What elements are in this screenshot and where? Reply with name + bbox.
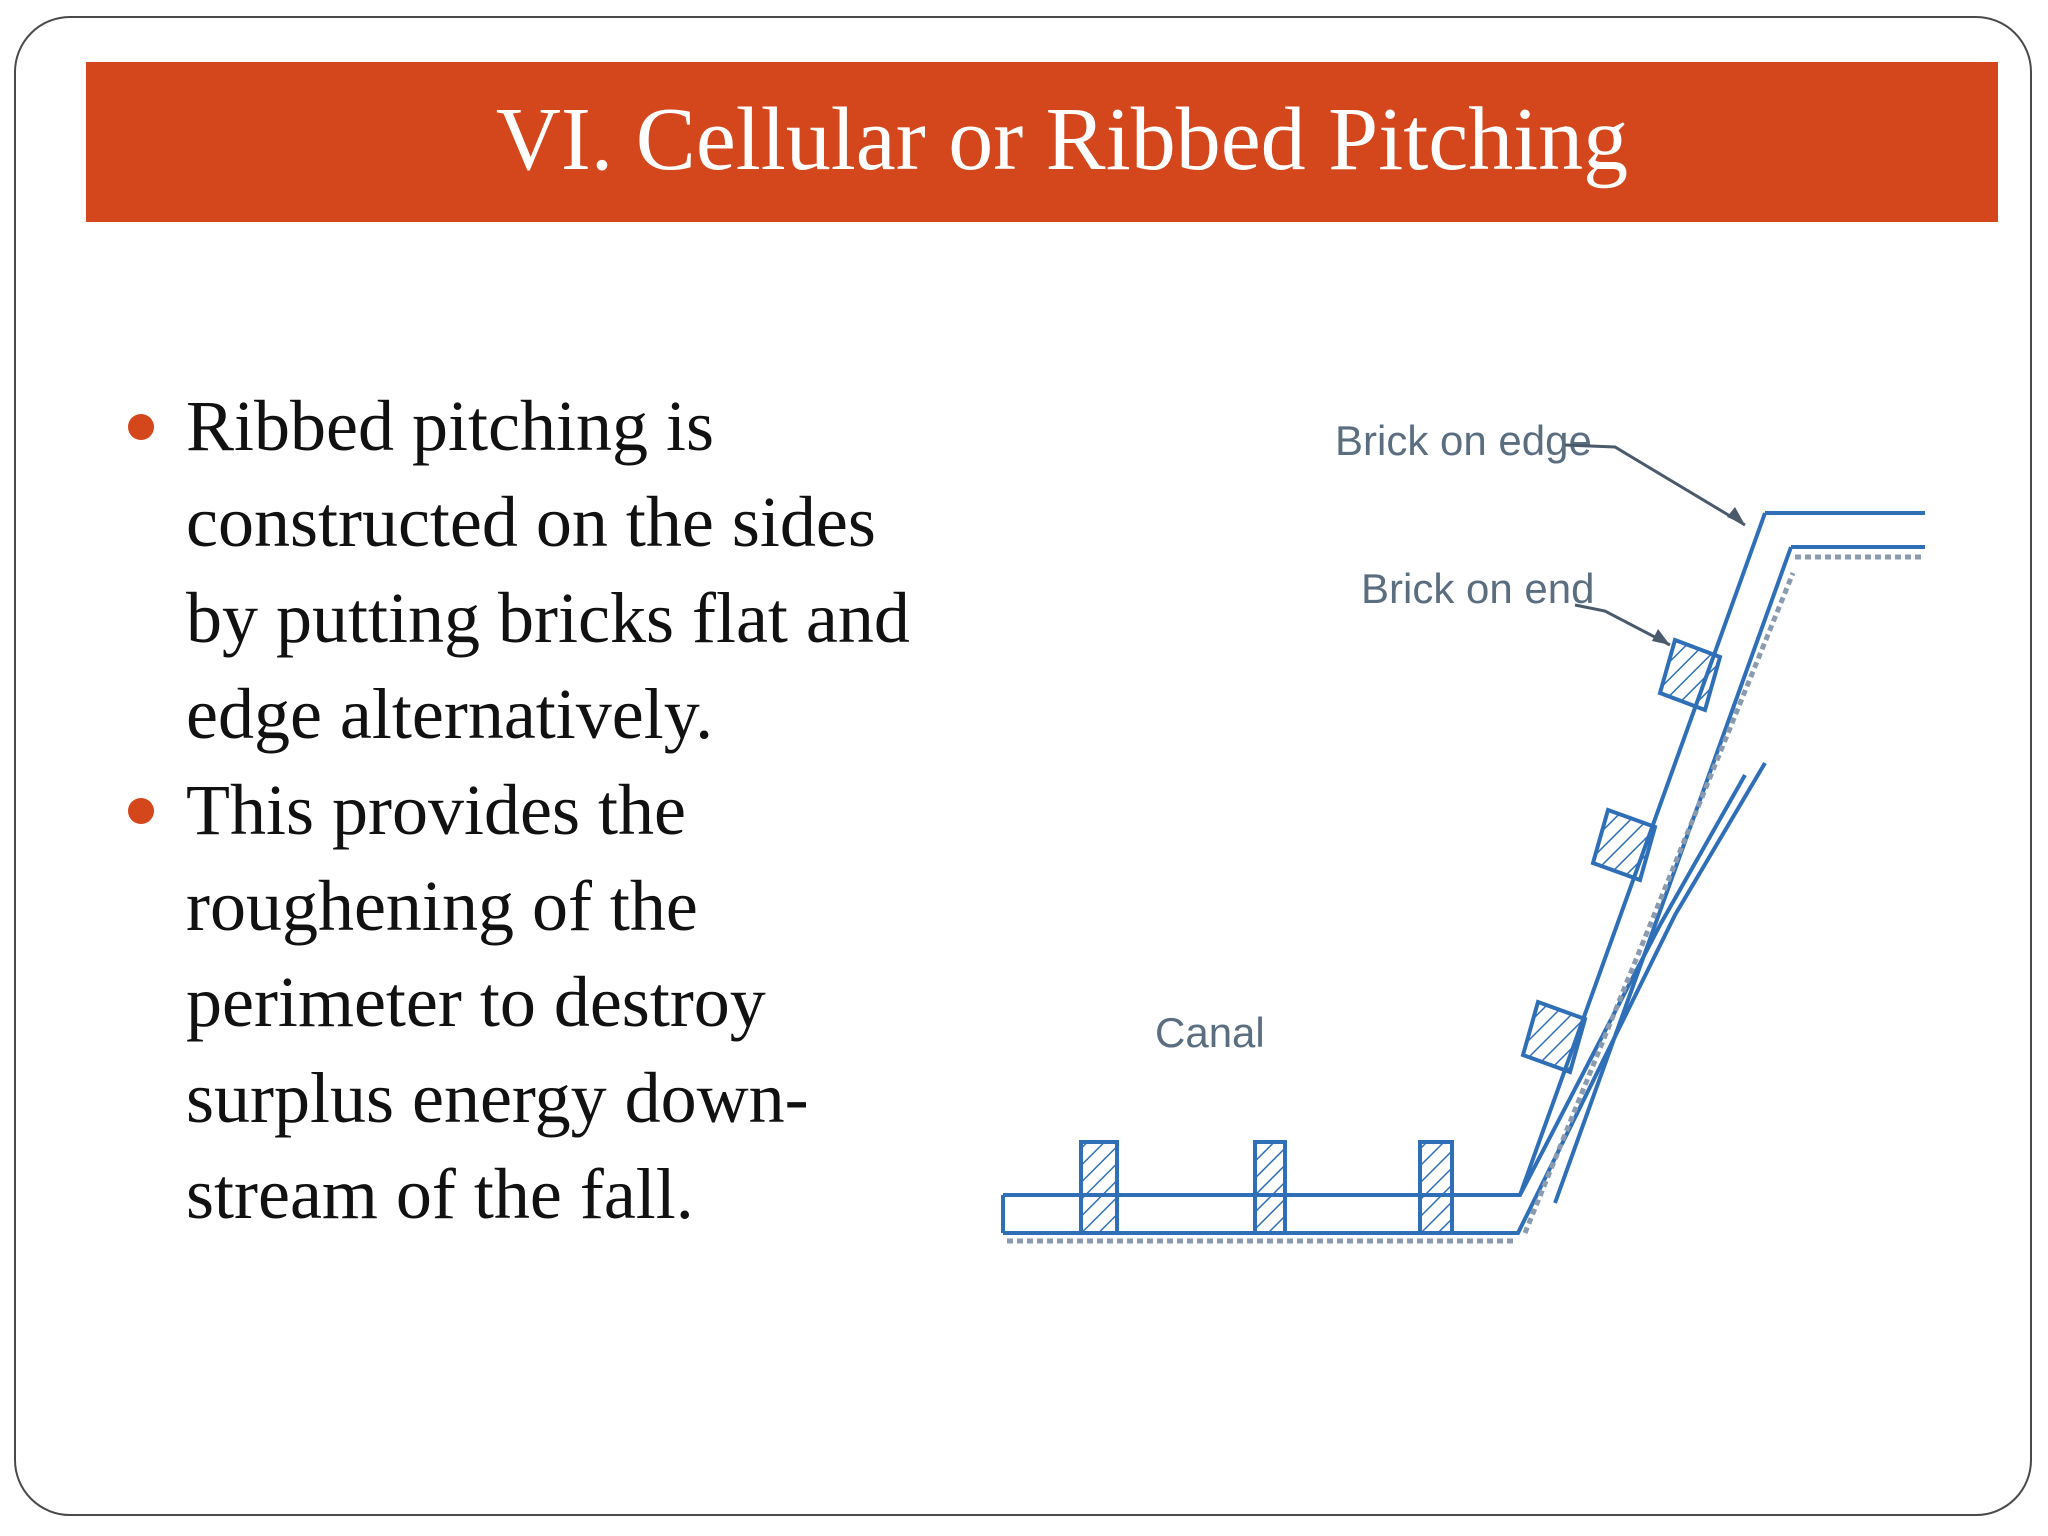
bullet-item: Ribbed pitching is constructed on the si… (124, 378, 924, 762)
slide-title: VI. Cellular or Ribbed Pitching (495, 90, 1629, 189)
slope-ribs (1520, 637, 1723, 1075)
bed-ribs (1079, 1140, 1454, 1235)
leader-arrows (1564, 443, 1746, 647)
ribbed-pitching-diagram: Brick on edge Brick on end Canal (985, 395, 1987, 1295)
label-canal: Canal (1155, 1009, 1265, 1056)
bullet-item: This provides the roughening of the peri… (124, 762, 924, 1242)
side-slope (1518, 512, 1796, 1234)
bullet-icon (128, 414, 154, 440)
slide-frame (14, 16, 2032, 1516)
label-brick-on-end: Brick on end (1361, 565, 1594, 612)
label-brick-on-edge: Brick on edge (1335, 417, 1592, 464)
bullet-list: Ribbed pitching is constructed on the si… (124, 378, 924, 1242)
title-bar: VI. Cellular or Ribbed Pitching (86, 62, 1998, 222)
bullet-text: This provides the roughening of the peri… (186, 770, 809, 1234)
bullet-text: Ribbed pitching is constructed on the si… (186, 386, 910, 754)
bullet-icon (128, 798, 154, 824)
